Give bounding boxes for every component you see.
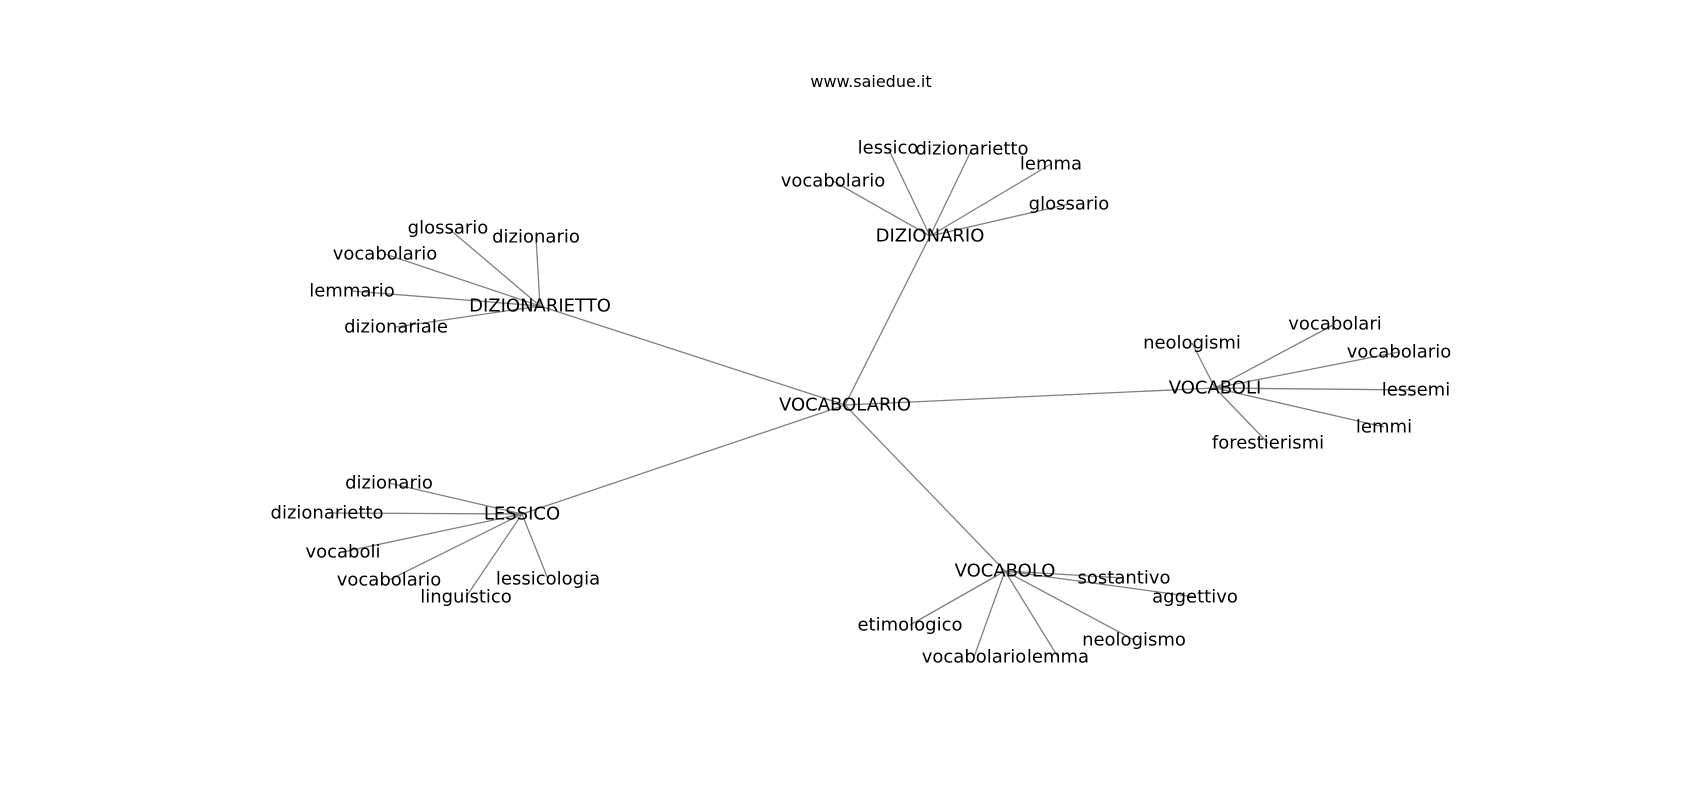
edge-dizionarietto-vocabolario	[384, 253, 541, 307]
edge-lessico-linguistico	[465, 513, 523, 598]
leaf-node-dizionario-glossario: glossario	[1029, 194, 1110, 215]
edge-dizionarietto-lemmario	[351, 290, 541, 307]
edge-vocaboli-vocabolari	[1214, 323, 1336, 389]
hub-node-vocabolo: VOCABOLO	[955, 561, 1056, 582]
hub-node-dizionarietto: DIZIONARIETTO	[469, 296, 611, 317]
leaf-node-lessico-vocabolario: vocabolario	[337, 570, 441, 591]
leaf-node-vocabolo-sostantivo: sostantivo	[1078, 568, 1171, 589]
hub-node-lessico: LESSICO	[484, 504, 560, 525]
leaf-node-vocabolo-neologismo: neologismo	[1082, 630, 1186, 651]
edge-vocaboli-lessemi	[1214, 387, 1417, 391]
edge-dizionarietto-glossario	[447, 227, 541, 307]
leaf-node-dizionario-lemma: lemma	[1020, 154, 1082, 175]
edge-center-dizionarietto	[539, 305, 846, 406]
edge-vocabolo-etimologico	[909, 570, 1006, 626]
edge-center-vocaboli	[844, 387, 1216, 406]
leaf-node-vocaboli-lessemi: lessemi	[1382, 380, 1450, 401]
edge-dizionarietto-dizionariale	[395, 305, 541, 328]
edge-vocaboli-lemmi	[1214, 387, 1385, 428]
leaf-node-lessico-lessicologia: lessicologia	[496, 569, 600, 590]
leaf-node-vocaboli-vocabolario: vocabolario	[1347, 342, 1451, 363]
leaf-node-vocabolo-etimologico: etimologico	[857, 615, 962, 636]
network-edges	[326, 147, 1417, 658]
leaf-node-vocabolo-aggettivo: aggettivo	[1152, 587, 1238, 608]
edge-lessico-vocabolario	[388, 513, 523, 581]
edge-dizionario-lemma	[929, 163, 1052, 237]
leaf-node-dizionarietto-lemmario: lemmario	[309, 281, 395, 302]
leaf-node-lessico-linguistico: linguistico	[420, 587, 512, 608]
leaf-node-dizionario-dizionarietto: dizionarietto	[916, 139, 1029, 160]
leaf-node-vocaboli-neologismi: neologismi	[1143, 333, 1241, 354]
leaf-node-lessico-vocaboli: vocaboli	[305, 542, 380, 563]
leaf-node-dizionarietto-glossario: glossario	[408, 218, 489, 239]
leaf-node-dizionarietto-dizionario: dizionario	[492, 227, 580, 248]
edge-center-lessico	[521, 404, 846, 515]
leaf-node-lessico-dizionario: dizionario	[345, 473, 433, 494]
leaf-node-dizionario-vocabolario: vocabolario	[781, 171, 885, 192]
edge-center-vocabolo	[844, 404, 1006, 572]
edge-vocabolo-sostantivo	[1004, 570, 1125, 579]
edge-vocaboli-forestierismi	[1214, 387, 1269, 444]
edge-dizionarietto-dizionario	[535, 236, 541, 307]
edge-vocabolo-neologismo	[1004, 570, 1135, 641]
edge-vocabolo-lemma	[1004, 570, 1059, 658]
leaf-node-vocabolo-vocabolario: vocabolario	[922, 647, 1026, 668]
edge-vocaboli-neologismi	[1191, 342, 1216, 389]
edge-vocaboli-vocabolario	[1214, 351, 1400, 389]
site-caption: www.saiedue.it	[810, 72, 931, 91]
edge-dizionario-dizionarietto	[929, 148, 973, 237]
hub-node-vocaboli: VOCABOLI	[1169, 378, 1262, 399]
leaf-node-lessico-dizionarietto: dizionarietto	[271, 503, 384, 524]
edge-center-dizionario	[844, 235, 931, 406]
edge-lessico-dizionario	[388, 482, 523, 515]
edge-vocabolo-aggettivo	[1004, 570, 1196, 598]
leaf-node-vocabolo-lemma: lemma	[1027, 647, 1089, 668]
network-labels: VOCABOLARIODIZIONARIOlessicodizionariett…	[271, 138, 1452, 668]
leaf-node-vocaboli-lemmi: lemmi	[1356, 417, 1412, 438]
leaf-node-vocaboli-forestierismi: forestierismi	[1212, 433, 1324, 454]
leaf-node-vocaboli-vocabolari: vocabolari	[1288, 314, 1381, 335]
edge-dizionario-glossario	[929, 203, 1070, 237]
edge-lessico-vocaboli	[342, 513, 523, 553]
edge-lessico-dizionarietto	[326, 512, 523, 515]
edge-vocabolo-vocabolario	[973, 570, 1006, 658]
edge-dizionario-lessico	[887, 147, 931, 237]
edge-dizionario-vocabolario	[832, 180, 931, 237]
edge-lessico-lessicologia	[521, 513, 549, 580]
leaf-node-dizionarietto-dizionariale: dizionariale	[344, 317, 448, 338]
hub-node-dizionario: DIZIONARIO	[876, 226, 985, 247]
leaf-node-dizionarietto-vocabolario: vocabolario	[333, 244, 437, 265]
center-node-label: VOCABOLARIO	[779, 395, 911, 416]
leaf-node-dizionario-lessico: lessico	[858, 138, 919, 159]
